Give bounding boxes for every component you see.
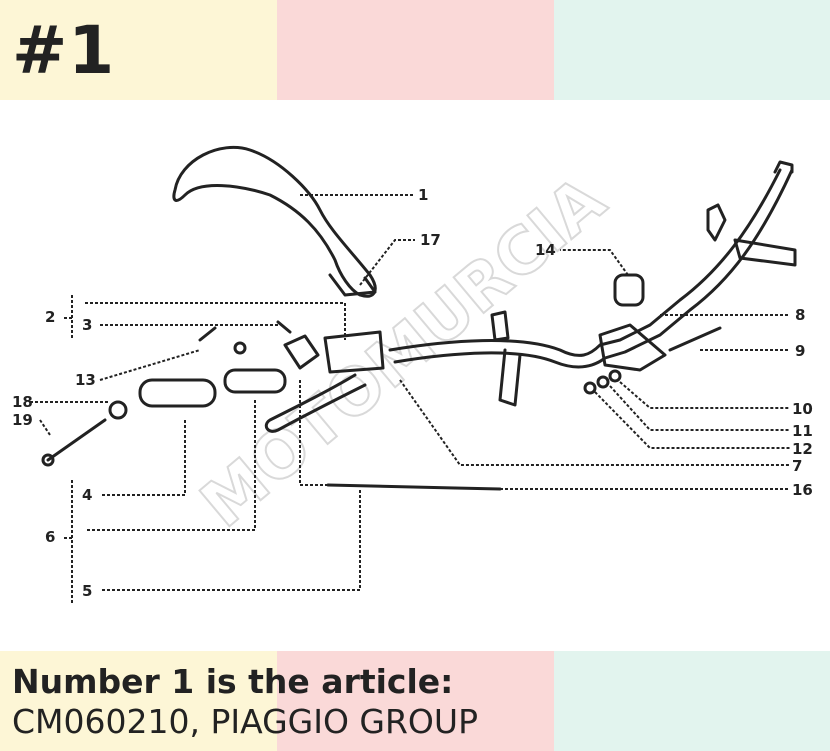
- article-caption: Number 1 is the article: CM060210, PIAGG…: [12, 662, 478, 742]
- cable-end: [453, 486, 502, 491]
- mount-bolt: [668, 326, 722, 352]
- callout-6: 6: [45, 528, 55, 546]
- brake-cable: [326, 483, 457, 490]
- screw-c: [276, 320, 292, 334]
- callout-14: 14: [535, 241, 556, 259]
- stripe-mint: [554, 0, 830, 100]
- callout-4: 4: [82, 486, 92, 504]
- callout-2: 2: [45, 308, 55, 326]
- article-code: CM060210, PIAGGIO GROUP: [12, 702, 478, 741]
- diagram-svg: MOTOMURCIA: [12, 145, 813, 605]
- callout-12: 12: [792, 440, 813, 458]
- article-heading: Number 1 is the article:: [12, 662, 454, 701]
- callout-labels: 1 17 14 2 3 8 9 13 18 19 10 11 12 7 16 4…: [12, 186, 813, 600]
- end-bolt-head: [41, 453, 55, 467]
- callout-1: 1: [418, 186, 428, 204]
- handlebar-end-cap: [773, 160, 794, 174]
- top-color-band: [0, 0, 830, 100]
- washer-b: [596, 375, 610, 389]
- handlebar-tube-lower: [393, 168, 794, 369]
- throttle-tube: [223, 368, 287, 394]
- stripe-mint-bottom: [554, 651, 830, 751]
- upper-bracket: [490, 310, 510, 342]
- exploded-parts-diagram: MOTOMURCIA: [0, 100, 830, 651]
- callout-18: 18: [12, 393, 33, 411]
- right-clamp: [733, 238, 797, 267]
- stripe-pink: [277, 0, 554, 100]
- center-mount: [598, 323, 667, 372]
- right-hook: [706, 203, 727, 242]
- mirror-part: [172, 145, 377, 298]
- callout-13: 13: [75, 371, 96, 389]
- item-number-badge: #1: [12, 12, 116, 89]
- washer-a: [583, 381, 597, 395]
- leader-lines: [30, 194, 790, 605]
- screw-a: [198, 326, 217, 342]
- callout-5: 5: [82, 582, 92, 600]
- stripe-yellow-bottom: [0, 651, 277, 751]
- callout-3: 3: [82, 316, 92, 334]
- brake-lever: [264, 373, 367, 433]
- end-bolt: [46, 418, 107, 462]
- screw-b: [233, 341, 247, 355]
- washer-c: [608, 369, 622, 383]
- callout-8: 8: [795, 306, 805, 324]
- hanging-bracket: [498, 348, 522, 407]
- callout-17: 17: [420, 231, 441, 249]
- callout-10: 10: [792, 400, 813, 418]
- stripe-yellow: [0, 0, 277, 100]
- callout-9: 9: [795, 342, 805, 360]
- handle-grip: [138, 378, 217, 408]
- callout-7: 7: [792, 457, 802, 475]
- bar-end-weight: [108, 400, 128, 420]
- reservoir-cap: [613, 273, 645, 307]
- master-cylinder: [323, 330, 385, 374]
- bottom-color-band: [0, 651, 830, 751]
- callout-11: 11: [792, 422, 813, 440]
- callout-19: 19: [12, 411, 33, 429]
- callout-16: 16: [792, 481, 813, 499]
- stripe-pink-bottom: [277, 651, 554, 751]
- mirror-stem: [328, 273, 377, 297]
- reservoir-body: [283, 334, 320, 370]
